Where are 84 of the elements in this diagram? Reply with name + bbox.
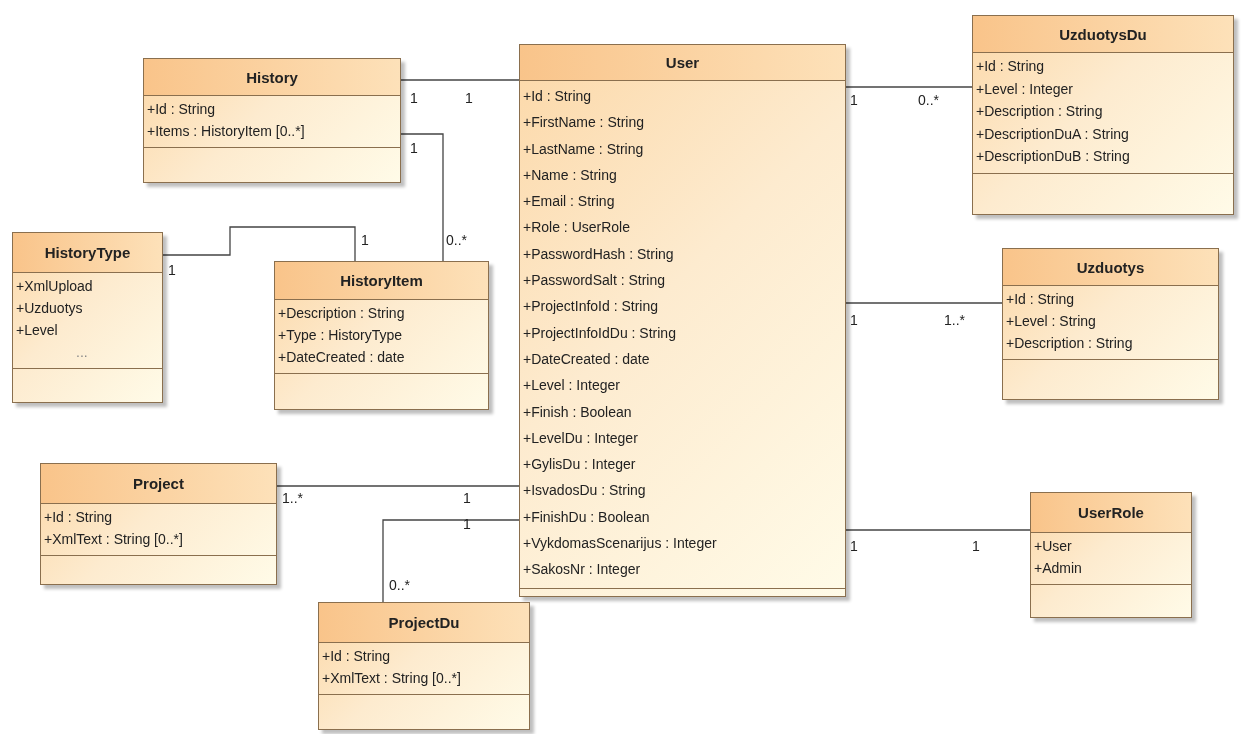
- class-name: User: [520, 45, 845, 81]
- attribute: +Role : UserRole: [523, 218, 630, 238]
- association-line: [400, 133, 444, 262]
- attribute: +Admin: [1034, 559, 1082, 578]
- attribute: +DateCreated : date: [278, 348, 405, 367]
- association-line: [845, 302, 1003, 304]
- class-name: HistoryType: [13, 233, 162, 273]
- attribute: +FinishDu : Boolean: [523, 507, 650, 527]
- attribute: +DescriptionDuA : String: [976, 124, 1129, 144]
- attribute: +SakosNr : Integer: [523, 560, 641, 580]
- multiplicity-label: 1: [361, 232, 369, 248]
- attribute: +PasswordHash : String: [523, 244, 674, 264]
- attribute: +ProjectInfoIdDu : String: [523, 323, 676, 343]
- class-name: Project: [41, 464, 276, 504]
- class-box: [274, 261, 489, 410]
- attribute: +Type : HistoryType: [278, 326, 403, 345]
- attribute: +XmlText : String [0..*]: [44, 530, 183, 549]
- attribute: +PasswordSalt : String: [523, 271, 665, 291]
- class-box: [1002, 248, 1219, 400]
- attribute: +VykdomasScenarijus : Integer: [523, 534, 717, 554]
- class-name: Uzduotys: [1003, 249, 1218, 286]
- class-box: [143, 58, 401, 183]
- multiplicity-label: 1: [463, 516, 471, 532]
- attribute: +Description : String: [976, 102, 1103, 121]
- attribute: +Description : String: [278, 304, 405, 323]
- attribute: +User: [1034, 537, 1072, 556]
- association-line: [382, 519, 520, 603]
- class-name: ProjectDu: [319, 603, 529, 643]
- class-name: UserRole: [1031, 493, 1191, 533]
- attribute: +Email : String: [523, 192, 615, 212]
- attribute: +ProjectInfoId : String: [523, 297, 659, 317]
- multiplicity-label: 1: [463, 490, 471, 506]
- class-box: [40, 463, 277, 585]
- multiplicity-label: 1: [972, 538, 980, 554]
- attribute: +LastName : String: [523, 139, 644, 159]
- attribute: ...: [76, 343, 88, 362]
- attribute: +Level : String: [1006, 312, 1096, 331]
- attribute: +Id : String: [44, 508, 113, 527]
- attribute: +FirstName : String: [523, 113, 644, 133]
- attribute: +Finish : Boolean: [523, 402, 632, 422]
- attribute: +Items : HistoryItem [0..*]: [147, 122, 305, 141]
- class-box: [12, 232, 163, 403]
- class-box: [519, 44, 846, 597]
- association-line: [845, 86, 973, 88]
- class-name: HistoryItem: [275, 262, 488, 300]
- attribute: +Id : String: [147, 100, 216, 119]
- attribute: +Id : String: [1006, 290, 1075, 309]
- attribute: +Id : String: [523, 87, 592, 106]
- attribute: +GylisDu : Integer: [523, 455, 636, 475]
- multiplicity-label: 0..*: [446, 232, 467, 248]
- multiplicity-label: 0..*: [389, 577, 410, 593]
- multiplicity-label: 1: [850, 312, 858, 328]
- attribute: +LevelDu : Integer: [523, 428, 638, 448]
- association-line: [276, 485, 520, 487]
- attribute: +Uzduotys: [16, 299, 83, 318]
- multiplicity-label: 0..*: [918, 92, 939, 108]
- attribute: +Description : String: [1006, 334, 1133, 353]
- multiplicity-label: 1: [850, 538, 858, 554]
- attribute: +Level : Integer: [523, 376, 620, 396]
- attribute: +DescriptionDuB : String: [976, 147, 1130, 166]
- attribute: +Level : Integer: [976, 79, 1073, 99]
- multiplicity-label: 1: [168, 262, 176, 278]
- class-name: UzduotysDu: [973, 16, 1233, 53]
- attribute: +DateCreated : date: [523, 349, 650, 369]
- attribute: +IsvadosDu : String: [523, 481, 646, 501]
- multiplicity-label: 1..*: [944, 312, 965, 328]
- multiplicity-label: 1..*: [282, 490, 303, 506]
- attribute: +XmlText : String [0..*]: [322, 669, 461, 688]
- attribute: +Level: [16, 321, 58, 340]
- class-box: [972, 15, 1234, 215]
- class-box: [318, 602, 530, 730]
- multiplicity-label: 1: [410, 140, 418, 156]
- multiplicity-label: 1: [410, 90, 418, 106]
- multiplicity-label: 1: [465, 90, 473, 106]
- class-box: [1030, 492, 1192, 618]
- association-line: [162, 226, 356, 262]
- multiplicity-label: 1: [850, 92, 858, 108]
- association-line: [845, 529, 1031, 531]
- class-name: History: [144, 59, 400, 96]
- attribute: +Name : String: [523, 165, 617, 185]
- attribute: +XmlUpload: [16, 277, 93, 296]
- association-line: [400, 79, 520, 81]
- attribute: +Id : String: [322, 647, 391, 666]
- attribute: +Id : String: [976, 57, 1045, 76]
